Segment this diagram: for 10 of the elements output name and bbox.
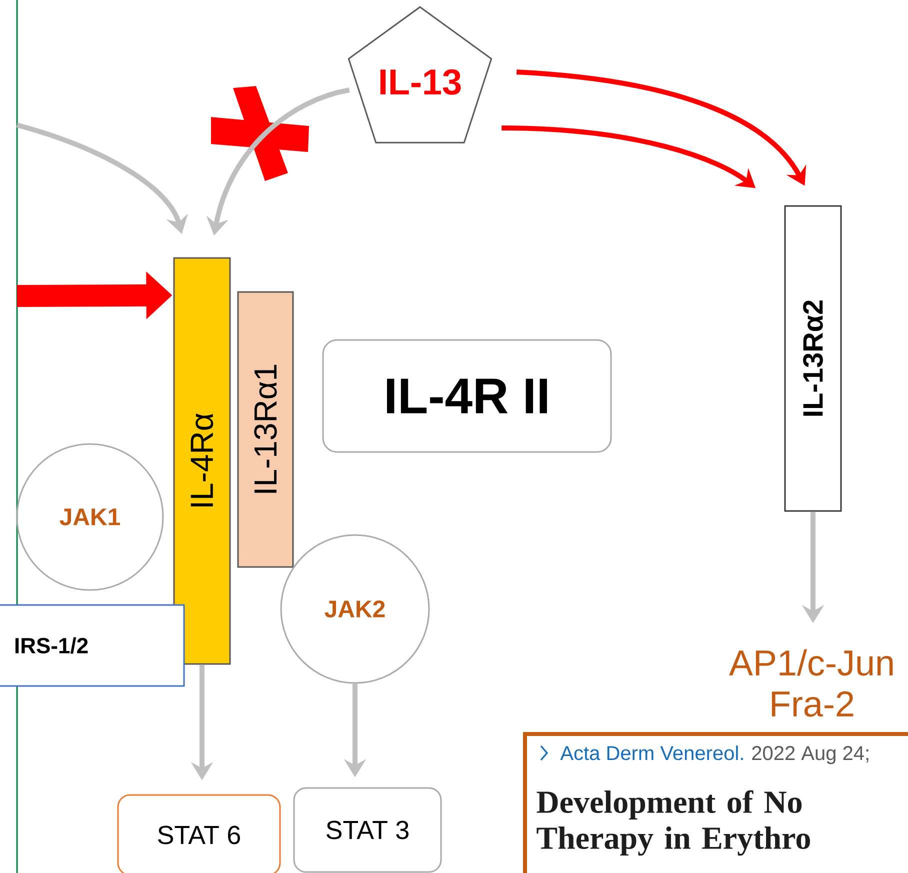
cytokine-pentagon: IL-13 <box>348 6 492 144</box>
article-card: Acta Derm Venereol. 2022 Aug 24; Development of No Therapy in Erythro <box>523 732 908 873</box>
transcription-factor-box: STAT 3 <box>293 787 442 873</box>
receptor-bar: IL-4Rα <box>173 257 231 665</box>
transcription-factor-box: STAT 6 <box>117 794 281 873</box>
receptor-label-box: IL-4R II <box>322 339 612 453</box>
adapter-box: IRS-1/2 <box>0 604 185 687</box>
receptor-bar: IL-13Rα2 <box>784 205 842 512</box>
gene-label: AP1/c-Jun Fra-2 <box>729 649 893 717</box>
receptor-bar: IL-13Rα1 <box>237 291 294 568</box>
